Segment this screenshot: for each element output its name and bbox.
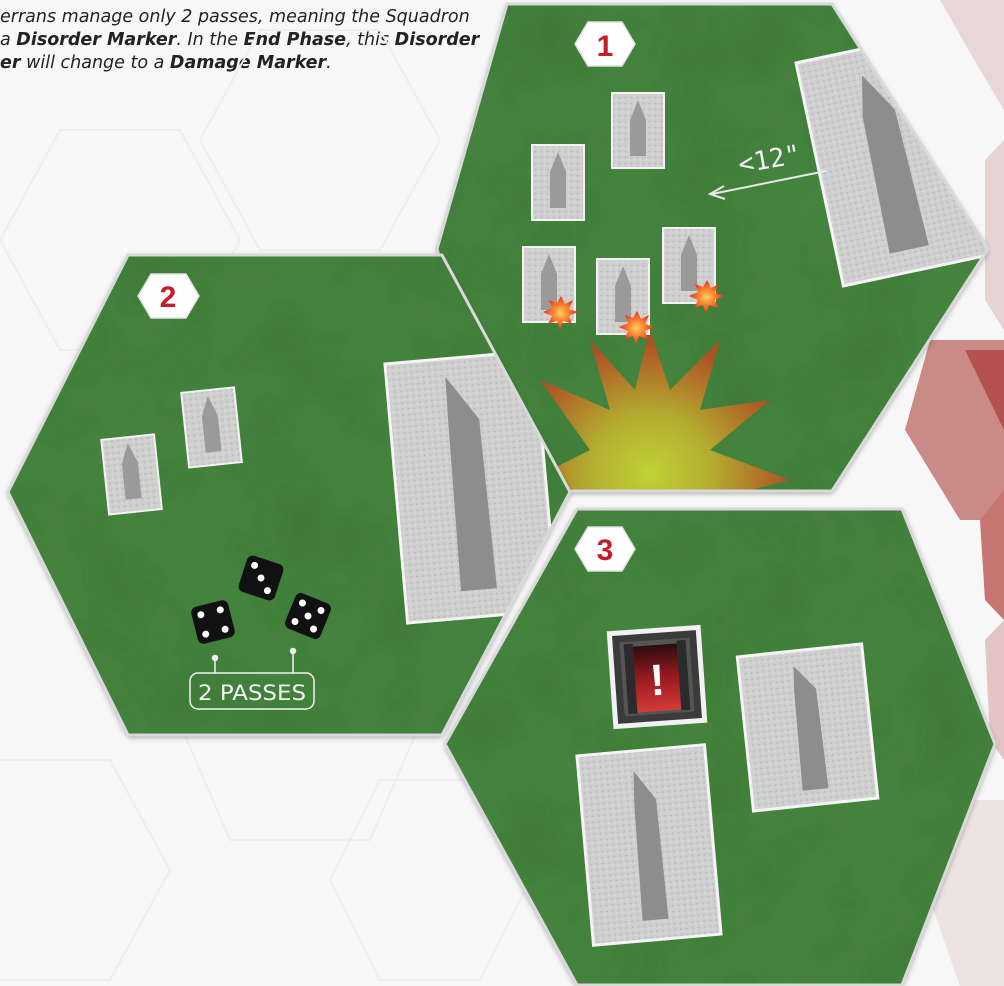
unit-card bbox=[737, 644, 878, 811]
step-number-2: 2 bbox=[160, 281, 177, 314]
disorder-marker: ! bbox=[607, 625, 708, 729]
step-number-3: 3 bbox=[597, 534, 614, 567]
unit-card bbox=[577, 745, 721, 945]
step-badge-1: 1 bbox=[575, 22, 635, 66]
unit-card bbox=[612, 93, 664, 168]
step-number-1: 1 bbox=[597, 30, 614, 63]
unit-card bbox=[101, 434, 162, 514]
step-badge-2: 2 bbox=[138, 274, 199, 318]
passes-label: 2 PASSES bbox=[198, 681, 306, 705]
unit-card bbox=[181, 387, 242, 467]
step-badge-3: 3 bbox=[575, 527, 635, 571]
unit-card bbox=[532, 145, 584, 220]
